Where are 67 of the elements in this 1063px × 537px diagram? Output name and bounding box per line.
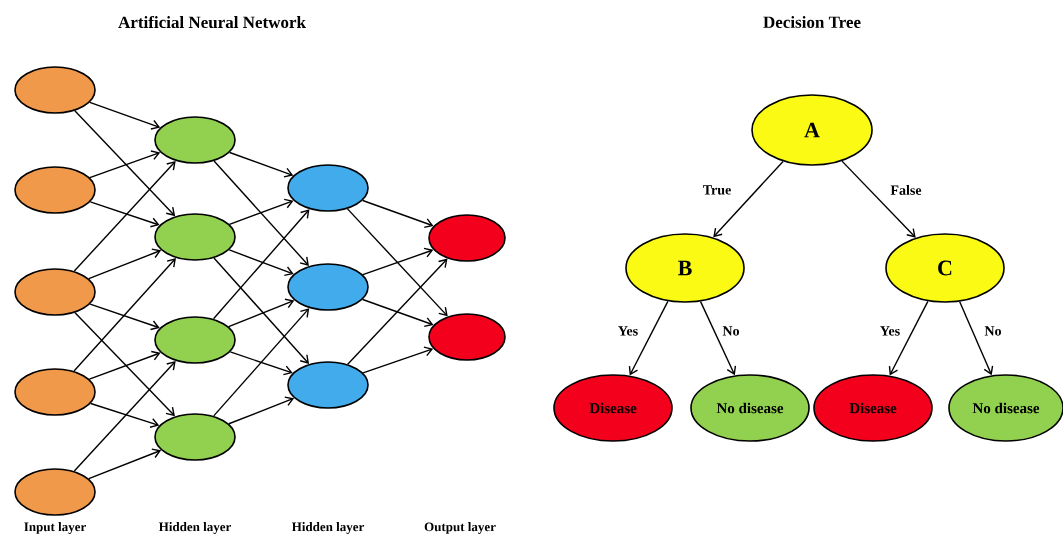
arrow: [228, 198, 294, 225]
ellipse-node: No disease: [948, 374, 1063, 442]
neuron-ellipse: [428, 214, 506, 262]
arrow: [89, 303, 160, 331]
ellipse-node: B: [625, 233, 745, 303]
neuron-ellipse: [14, 166, 96, 214]
neuron-ellipse: [14, 368, 96, 416]
arrow: [73, 360, 176, 472]
arrow: [229, 151, 294, 178]
arrow: [959, 301, 994, 376]
arrow: [628, 300, 669, 376]
edge-label: False: [889, 184, 923, 196]
arrow: [73, 258, 176, 372]
neuron-ellipse: [287, 263, 369, 311]
heading: Decision Tree: [763, 16, 861, 28]
edge-label: No: [983, 325, 1003, 337]
arrow: [74, 110, 176, 217]
edge-label: True: [701, 184, 733, 196]
ellipse-node: C: [885, 233, 1005, 303]
layer-label: Hidden layer: [158, 522, 231, 534]
arrow: [213, 160, 309, 266]
neuron-ellipse: [14, 268, 96, 316]
neuron-ellipse: [154, 413, 236, 461]
arrow: [88, 448, 162, 480]
arrow: [213, 257, 310, 364]
arrow: [347, 258, 448, 365]
arrow: [88, 248, 162, 280]
ellipse-node: Disease: [553, 374, 673, 442]
arrow: [73, 160, 176, 272]
arrow: [213, 308, 310, 417]
neuron-ellipse: [14, 66, 96, 114]
arrow: [713, 160, 784, 238]
arrow: [228, 298, 295, 328]
arrow: [89, 101, 161, 130]
arrow: [89, 201, 160, 228]
arrow: [90, 402, 160, 428]
arrow: [74, 312, 175, 417]
edge-label: Yes: [878, 325, 902, 337]
layer-label: Hidden layer: [291, 522, 364, 534]
arrow: [88, 350, 161, 380]
neuron-ellipse: [154, 316, 236, 364]
layer-label: Output layer: [424, 522, 496, 534]
arrow: [362, 298, 434, 328]
arrow: [346, 208, 448, 317]
neuron-ellipse: [428, 313, 506, 361]
ellipse-node: Disease: [813, 374, 933, 442]
arrow: [89, 150, 161, 179]
neuron-ellipse: [287, 361, 369, 409]
heading: Artificial Neural Network: [118, 15, 306, 29]
ellipse-node: A: [751, 94, 873, 166]
edge-label: Yes: [616, 325, 640, 337]
arrow: [229, 351, 293, 376]
ellipse-node: No disease: [690, 374, 810, 442]
edge-label: No: [721, 325, 741, 337]
neuron-ellipse: [287, 164, 369, 212]
neuron-ellipse: [154, 116, 236, 164]
neuron-ellipse: [14, 468, 96, 516]
arrow: [212, 209, 310, 320]
arrow: [228, 396, 295, 425]
arrow: [362, 247, 434, 276]
neuron-ellipse: [154, 213, 236, 261]
arrow: [228, 249, 294, 277]
arrow: [888, 300, 929, 376]
arrow: [699, 300, 737, 376]
arrow: [362, 346, 434, 374]
arrow: [362, 199, 434, 229]
arrow: [841, 160, 916, 238]
